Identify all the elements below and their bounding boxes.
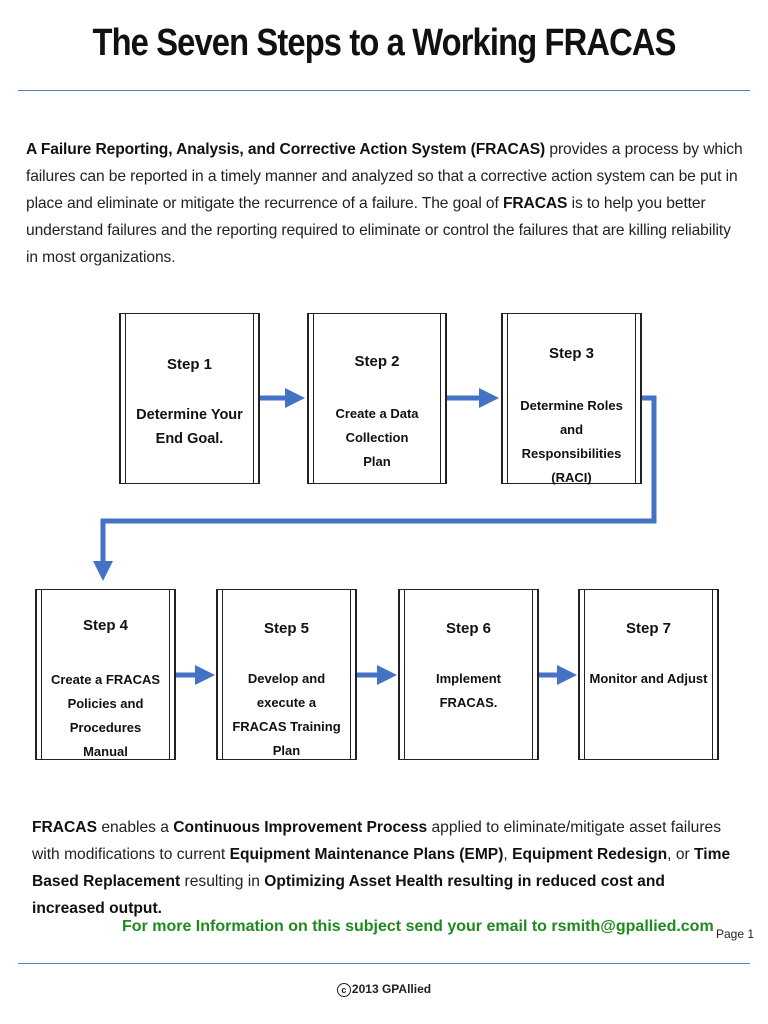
step-4-description: Create a FRACAS Policies and Procedures … [44, 668, 167, 764]
step-3-desc-line: Determine Roles and [520, 398, 623, 437]
copyright-icon: c [336, 982, 351, 997]
step-4-desc-line: Create a FRACAS [50, 672, 161, 687]
page-number: Page 1 [716, 927, 755, 941]
step-3-label: Step 3 [548, 345, 594, 362]
outro-text: enables a [96, 819, 174, 836]
step-6-label: Step 6 [445, 620, 491, 637]
step-2-desc-line: Plan [363, 454, 391, 469]
step-3-description: Determine Roles and Responsibilities (RA… [510, 394, 633, 490]
header-divider [18, 90, 750, 91]
connector-step3-to-step4 [93, 395, 657, 581]
outro-text: resulting in [180, 873, 265, 890]
step-1-description: Determine Your End Goal. [128, 403, 251, 451]
outro-paragraph: FRACAS enables a Continuous Improvement … [32, 814, 732, 922]
page-title: The Seven Steps to a Working FRACAS [92, 22, 676, 64]
step-5-description: Develop and execute a FRACAS Training Pl… [225, 667, 348, 763]
intro-bold-fracas: FRACAS [502, 195, 568, 212]
outro-bold: Optimizing Asset Health resulting in red… [32, 873, 665, 917]
intro-text-end: is to help you better understand failure… [26, 195, 731, 266]
outro-bold: Continuous Improvement Process [173, 819, 428, 836]
contact-line: For more Information on this subject sen… [122, 918, 714, 935]
outro-text: applied to eliminate/mitigate asset fail… [32, 819, 722, 863]
copyright-text: 2013 GPAllied [351, 982, 432, 996]
step-3-desc-line: Responsibilities [521, 446, 622, 461]
outro-bold: Time Based Replacement [32, 846, 731, 890]
step-7-desc-line: Monitor and Adjust [589, 671, 708, 686]
step-2-description: Create a Data Collection Plan [316, 402, 438, 474]
step-3-box: Step 3 Determine Roles and Responsibilit… [501, 313, 642, 485]
step-5-desc-line: FRACAS Training Plan [232, 719, 341, 758]
step-1-label: Step 1 [166, 356, 212, 373]
outro-bold: Equipment Maintenance Plans (EMP) [229, 846, 504, 863]
outro-text: , or [667, 846, 695, 863]
step-4-desc-line: Policies and Procedures [67, 696, 144, 735]
intro-text: provides a process by which failures can… [26, 141, 743, 212]
step-1-desc-line: Determine Your [136, 407, 243, 423]
step-2-label: Step 2 [354, 353, 400, 370]
step-2-box: Step 2 Create a Data Collection Plan [307, 313, 447, 484]
step-5-label: Step 5 [263, 620, 309, 637]
intro-bold-fracas-definition: A Failure Reporting, Analysis, and Corre… [26, 141, 546, 158]
step-1-desc-line: End Goal. [155, 431, 224, 447]
step-3-desc-line: (RACI) [551, 470, 592, 485]
outro-bold: Equipment Redesign [512, 846, 668, 863]
step-4-desc-line: Manual [83, 744, 128, 759]
step-1-box: Step 1 Determine Your End Goal. [119, 313, 260, 484]
step-6-desc-line: Implement FRACAS. [435, 671, 501, 710]
footer-divider [18, 963, 750, 964]
outro-text: , [503, 846, 513, 863]
step-6-box: Step 6 Implement FRACAS. [398, 589, 539, 760]
step-7-description: Monitor and Adjust [587, 667, 710, 691]
step-5-box: Step 5 Develop and execute a FRACAS Trai… [216, 589, 357, 760]
intro-paragraph: A Failure Reporting, Analysis, and Corre… [26, 136, 746, 271]
step-7-box: Step 7 Monitor and Adjust [578, 589, 719, 760]
step-5-desc-line: Develop and execute a [247, 671, 326, 710]
step-6-description: Implement FRACAS. [407, 667, 530, 715]
outro-bold: FRACAS [32, 819, 97, 836]
step-4-label: Step 4 [82, 617, 128, 634]
step-2-desc-line: Create a Data Collection [335, 406, 419, 445]
step-4-box: Step 4 Create a FRACAS Policies and Proc… [35, 589, 176, 760]
step-7-label: Step 7 [625, 620, 671, 637]
